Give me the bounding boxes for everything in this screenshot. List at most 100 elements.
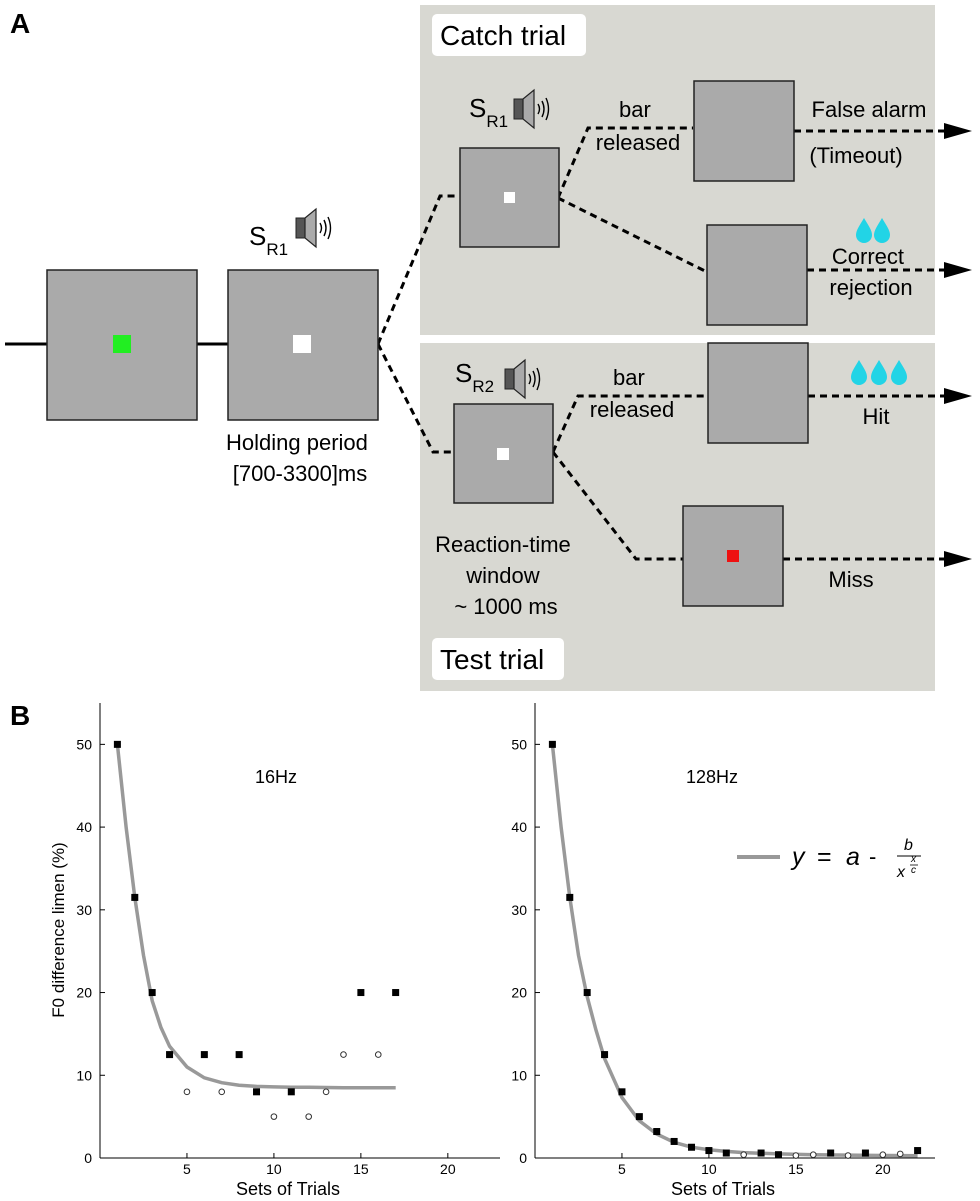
x-tick-label: 10 [266, 1161, 282, 1177]
y-tick-label: 40 [511, 819, 527, 835]
data-point-filled [635, 1113, 643, 1121]
y-tick-label: 20 [511, 985, 527, 1001]
green-cue [113, 335, 131, 353]
false-alarm-label: False alarm [812, 97, 927, 122]
data-point-open [792, 1152, 800, 1159]
test-trial-title: Test trial [440, 644, 544, 675]
catch-title-box [432, 14, 586, 56]
data-point-filled [670, 1137, 678, 1145]
data-point-filled [774, 1151, 782, 1159]
bar-released-catch: bar released [596, 97, 680, 155]
legend-formula: y [790, 843, 806, 871]
data-point-filled [357, 989, 365, 997]
data-point-filled [757, 1149, 765, 1157]
catch-trial-title: Catch trial [440, 20, 566, 51]
data-point-open [740, 1151, 747, 1158]
fit-curve [550, 744, 918, 1158]
sound-label-holding: SR1 [249, 221, 288, 259]
data-point-filled [148, 989, 156, 997]
hit-label: Hit [863, 404, 890, 429]
data-point-filled [235, 1051, 243, 1059]
y-tick-label: 30 [511, 902, 527, 918]
x-tick-label: 5 [183, 1161, 191, 1177]
data-point-filled [618, 1088, 626, 1096]
data-point-filled [113, 740, 121, 748]
legend-formula-eq: = [817, 843, 832, 871]
miss-label: Miss [828, 567, 873, 592]
speaker-icon [295, 208, 332, 248]
data-point-filled [131, 893, 139, 901]
test-trial-panel [420, 343, 935, 691]
bar-released-test: bar released [590, 365, 674, 422]
data-point-filled [722, 1149, 730, 1157]
data-point-filled [688, 1143, 696, 1151]
y-tick-label: 30 [76, 902, 92, 918]
data-point-filled [287, 1088, 295, 1096]
data-point-filled [653, 1128, 661, 1136]
x-tick-label: 10 [701, 1161, 717, 1177]
legend-formula-dash: - [869, 844, 876, 869]
timeout-label: (Timeout) [809, 143, 902, 168]
x-tick-label: 5 [618, 1161, 626, 1177]
data-point-open [218, 1088, 226, 1096]
data-point-open [809, 1151, 817, 1158]
screen-miss [682, 505, 784, 607]
y-tick-label: 20 [76, 985, 92, 1001]
y-tick-label: 50 [76, 736, 92, 752]
screen-false-alarm [693, 80, 795, 182]
chart-legend: y = a - b x x c [737, 837, 921, 881]
x-tick-label: 20 [440, 1161, 456, 1177]
dashed-paths [376, 126, 950, 561]
screen-correct-rejection [706, 224, 808, 326]
data-point-open [270, 1113, 278, 1120]
data-point-open [879, 1151, 887, 1158]
white-cue-holding [293, 335, 311, 353]
x-tick-label: 20 [875, 1161, 891, 1177]
chart-title: 128Hz [686, 767, 738, 787]
data-point-open [183, 1088, 191, 1096]
data-point-filled [861, 1149, 869, 1157]
x-axis-label: Sets of Trials [236, 1179, 340, 1199]
chart-title: 16Hz [255, 767, 297, 787]
data-point-filled [166, 1051, 174, 1059]
y-tick-label: 50 [511, 736, 527, 752]
data-point-filled [548, 740, 556, 748]
reward-drops-hit [851, 360, 907, 385]
y-tick-label: 0 [519, 1150, 527, 1166]
data-point-open [322, 1088, 330, 1096]
data-point-open [305, 1113, 312, 1120]
legend-formula-num: b [904, 837, 913, 854]
x-tick-label: 15 [353, 1161, 369, 1177]
arrowheads [944, 123, 972, 567]
data-point-filled [583, 989, 591, 997]
white-cue-test [497, 448, 509, 460]
data-point-filled [827, 1149, 835, 1157]
legend-formula-den: x [896, 864, 906, 881]
x-tick-label: 15 [788, 1161, 804, 1177]
data-point-filled [601, 1051, 609, 1059]
panel-a-label: A [10, 8, 30, 39]
y-tick-label: 40 [76, 819, 92, 835]
data-point-open [844, 1152, 852, 1159]
data-point-filled [253, 1088, 261, 1096]
legend-formula-exp-num: x [910, 854, 917, 865]
reaction-window-label: Reaction-time window ~ 1000 ms [435, 532, 577, 619]
y-tick-label: 10 [76, 1067, 92, 1083]
fit-curve [115, 744, 396, 1090]
data-point-open [896, 1150, 904, 1158]
screen-hit [707, 342, 809, 444]
data-point-filled [392, 989, 400, 997]
legend-formula-exp-den: c [911, 865, 916, 876]
data-point-open [340, 1051, 347, 1058]
test-title-box [432, 638, 564, 680]
x-axis-label: Sets of Trials [671, 1179, 775, 1199]
red-cue [727, 550, 739, 562]
panel-b-label: B [10, 700, 30, 731]
y-axis-label: F0 difference limen (%) [49, 842, 68, 1017]
data-point-filled [200, 1051, 208, 1059]
data-point-filled [566, 893, 574, 901]
data-point-open [374, 1051, 382, 1058]
holding-period-label: Holding period [700-3300]ms [226, 430, 374, 486]
